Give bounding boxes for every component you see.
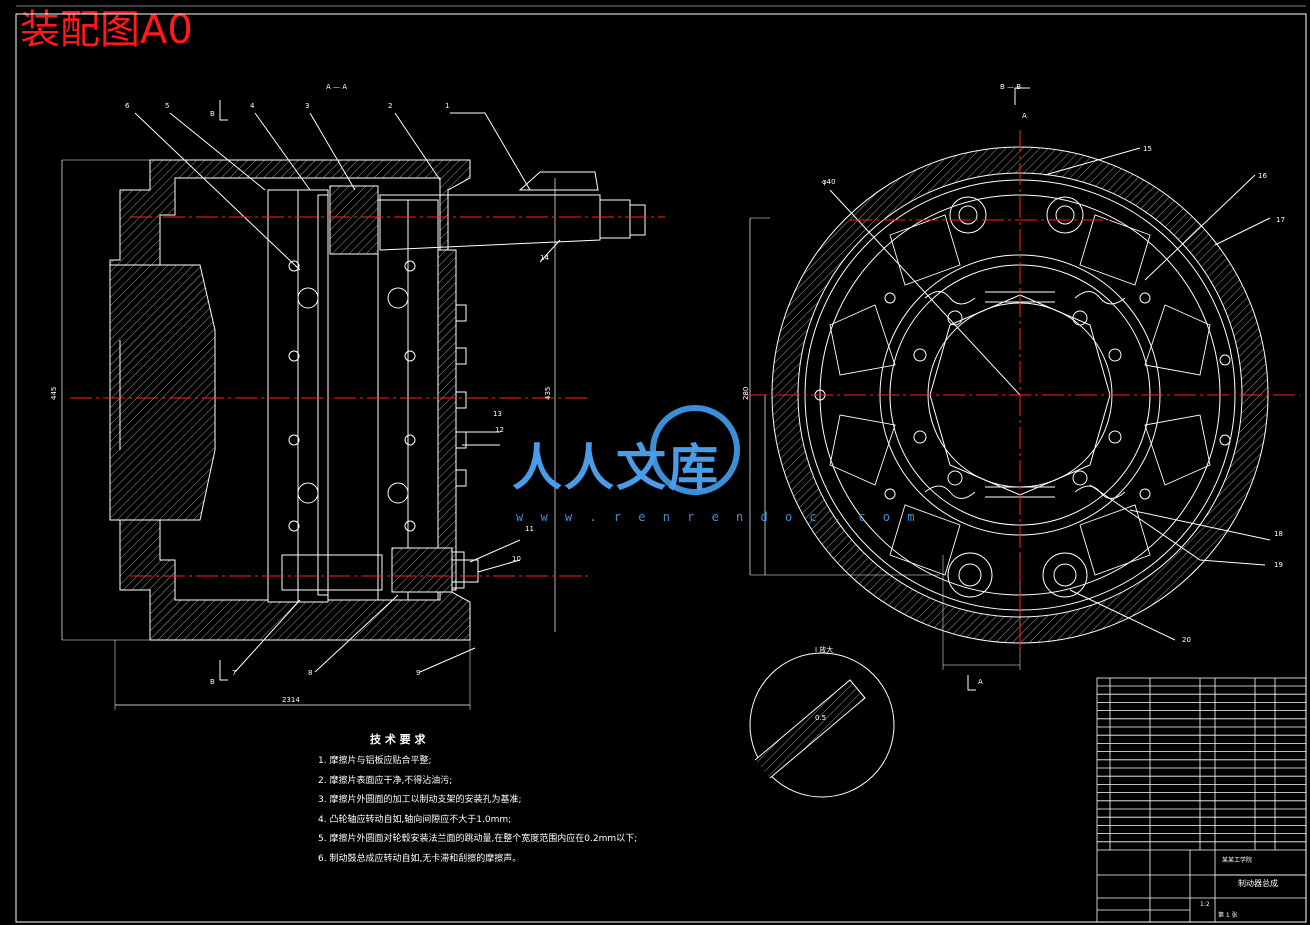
- watermark-url: w w w . r e n r e n d o c . c o m: [516, 510, 920, 524]
- dim-435: 435: [544, 387, 552, 400]
- part-no-3: 3: [305, 102, 309, 110]
- title-block-scale: 1:2: [1200, 901, 1210, 908]
- detail-view-i: [749, 652, 895, 798]
- section-mark-b2: B: [210, 678, 215, 686]
- title-block-name: 制动器总成: [1238, 878, 1278, 888]
- part-no-5: 5: [165, 102, 169, 110]
- detail-label: I 放大: [815, 645, 833, 654]
- part-no-18: 18: [1274, 530, 1283, 538]
- title-block-sheet: 第 1 张: [1218, 911, 1238, 919]
- watermark-circle-icon: [650, 405, 740, 495]
- part-no-9: 9: [416, 669, 420, 677]
- part-no-16: 16: [1258, 172, 1267, 180]
- hub-bolts: [814, 292, 1231, 500]
- part-no-20: 20: [1182, 636, 1191, 644]
- part-no-11: 11: [525, 525, 534, 533]
- tech-item: 2. 摩擦片表面应干净,不得沾油污;: [318, 775, 453, 786]
- parts-list-table: [1096, 677, 1307, 923]
- bolt-holes: [288, 260, 416, 532]
- part-no-10: 10: [512, 555, 521, 563]
- tech-requirements-title: 技 术 要 求: [370, 733, 426, 746]
- part-no-6: 6: [125, 102, 130, 110]
- title-block-school: 某某工学院: [1222, 856, 1252, 864]
- dim-05: 0.5: [815, 714, 826, 722]
- dim-445: 445: [50, 387, 58, 400]
- tech-item: 1. 摩擦片与铝板应贴合平整;: [318, 756, 432, 766]
- part-no-19: 19: [1274, 561, 1283, 569]
- sheet-border: [15, 13, 1307, 923]
- section-label-aa: A — A: [326, 83, 347, 91]
- part-no-8: 8: [308, 669, 312, 677]
- tech-item: 4. 凸轮轴应转动自如,轴向间隙应不大于1.0mm;: [318, 814, 512, 825]
- tech-requirements-list: 1. 摩擦片与铝板应贴合平整; 2. 摩擦片表面应干净,不得沾油污; 3. 摩擦…: [318, 752, 637, 869]
- dim-280: 280: [742, 387, 750, 400]
- part-no-4: 4: [250, 102, 255, 110]
- tech-item: 5. 摩擦片外圆面对轮毂安装法兰面的跳动量,在整个宽度范围内应在0.2mm以下;: [318, 834, 638, 844]
- part-no-2: 2: [388, 102, 392, 110]
- center-lines-left: [70, 216, 665, 577]
- section-mark-a1: A: [1022, 112, 1027, 120]
- section-view-aa: [61, 100, 646, 710]
- part-no-15: 15: [1143, 145, 1152, 153]
- drawing-title: 装配图A0: [20, 7, 193, 53]
- return-springs: [924, 291, 1126, 499]
- web-pockets: [829, 214, 1211, 576]
- part-no-13: 13: [493, 410, 502, 418]
- part-no-1: 1: [445, 102, 449, 110]
- section-label-bb: B — B: [1000, 83, 1021, 91]
- center-lines-right: [745, 130, 1300, 660]
- watermark-brand: 人人文库: [512, 439, 720, 497]
- part-no-14: 14: [540, 254, 549, 262]
- section-view-bb: [749, 87, 1271, 798]
- section-mark-b1: B: [210, 110, 215, 118]
- part-no-12: 12: [495, 426, 504, 434]
- part-no-7: 7: [232, 669, 236, 677]
- part-no-17: 17: [1276, 216, 1285, 224]
- section-mark-a2: A: [978, 678, 983, 686]
- dim-2314: 2314: [282, 696, 300, 704]
- tech-item: 6. 制动鼓总成应转动自如,无卡滞和刮擦的摩擦声。: [318, 853, 522, 864]
- watermark-logo: [515, 405, 805, 519]
- dim-phi40: φ40: [822, 178, 836, 186]
- tech-item: 3. 摩擦片外圆面的加工以制动支架的安装孔为基准;: [318, 795, 522, 805]
